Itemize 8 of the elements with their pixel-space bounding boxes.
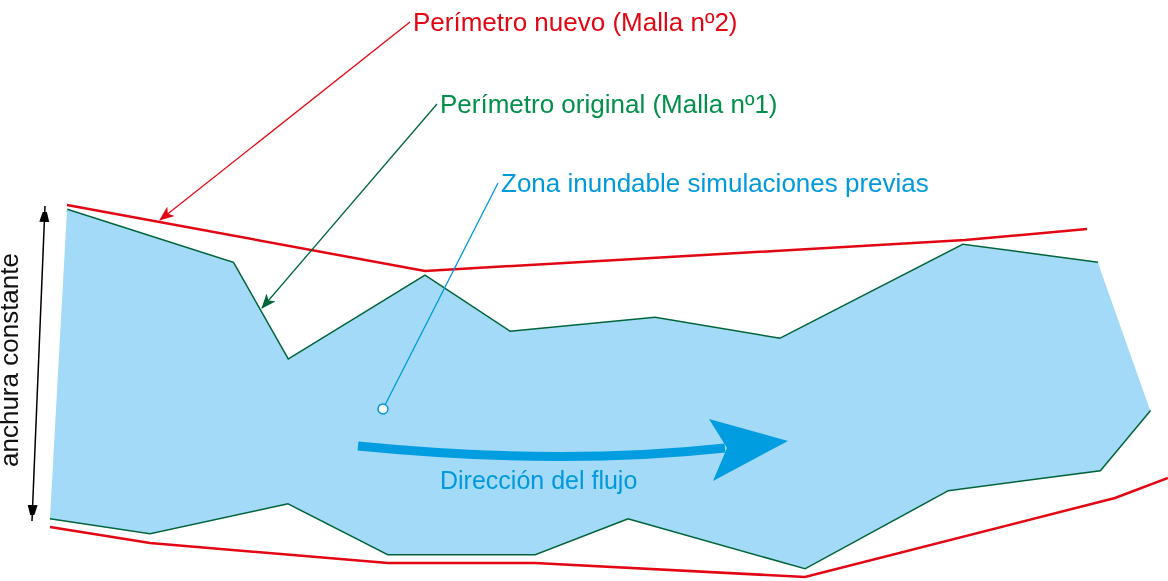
callout-label: Perímetro nuevo (Malla nº2) bbox=[413, 5, 738, 39]
flow-direction-label: Dirección del flujo bbox=[440, 465, 638, 495]
leader-line bbox=[261, 103, 438, 309]
leader-line bbox=[377, 182, 499, 415]
dimension-label: anchura constante bbox=[0, 253, 24, 467]
callout-label: Zona inundable simulaciones previas bbox=[501, 166, 929, 200]
callout-label: Perímetro original (Malla nº1) bbox=[440, 87, 778, 121]
leader-line bbox=[159, 21, 411, 221]
